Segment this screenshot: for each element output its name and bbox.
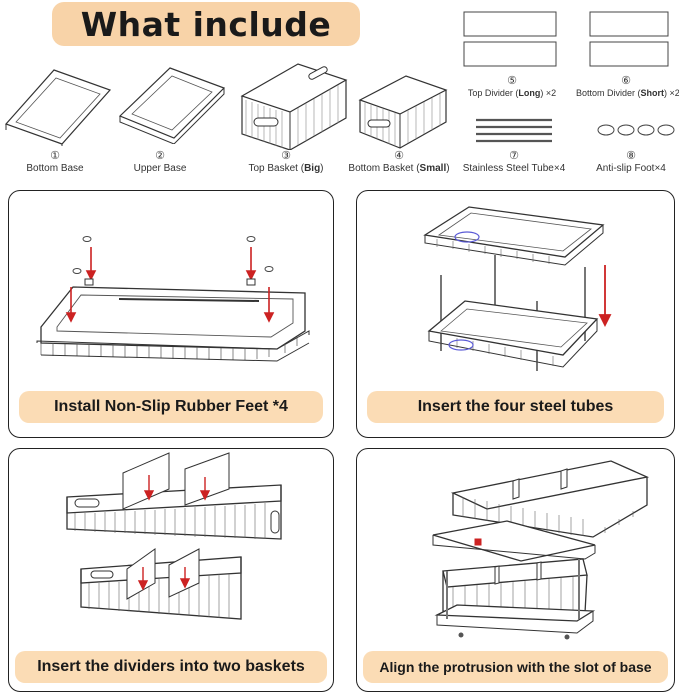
step-3-caption: Insert the dividers into two baskets [15,651,327,683]
align-protrusion-illustration [432,460,650,640]
step-1-panel: Install Non-Slip Rubber Feet *4 [8,190,334,438]
bottom-basket-illustration [358,75,448,149]
step-2-caption: Insert the four steel tubes [367,391,664,423]
rubber-feet-illustration [36,236,310,362]
bottom-base-illustration [4,69,112,146]
dividers-illustration [66,452,282,620]
anti-slip-foot-illustration [597,124,675,136]
top-divider-illustration [463,11,557,67]
step-4-caption: Align the protrusion with the slot of ba… [363,651,668,683]
step-4-panel: Align the protrusion with the slot of ba… [356,448,675,692]
title-banner: What include [52,2,360,46]
steel-tube-illustration [476,118,552,143]
top-basket-illustration [240,63,348,150]
step-2-panel: Insert the four steel tubes [356,190,675,438]
steel-tubes-illustration [423,206,612,371]
upper-base-illustration [118,67,226,144]
bottom-divider-illustration [589,11,669,67]
step-1-caption: Install Non-Slip Rubber Feet *4 [19,391,323,423]
page-title: What include [80,4,332,44]
step-3-panel: Insert the dividers into two baskets [8,448,334,692]
